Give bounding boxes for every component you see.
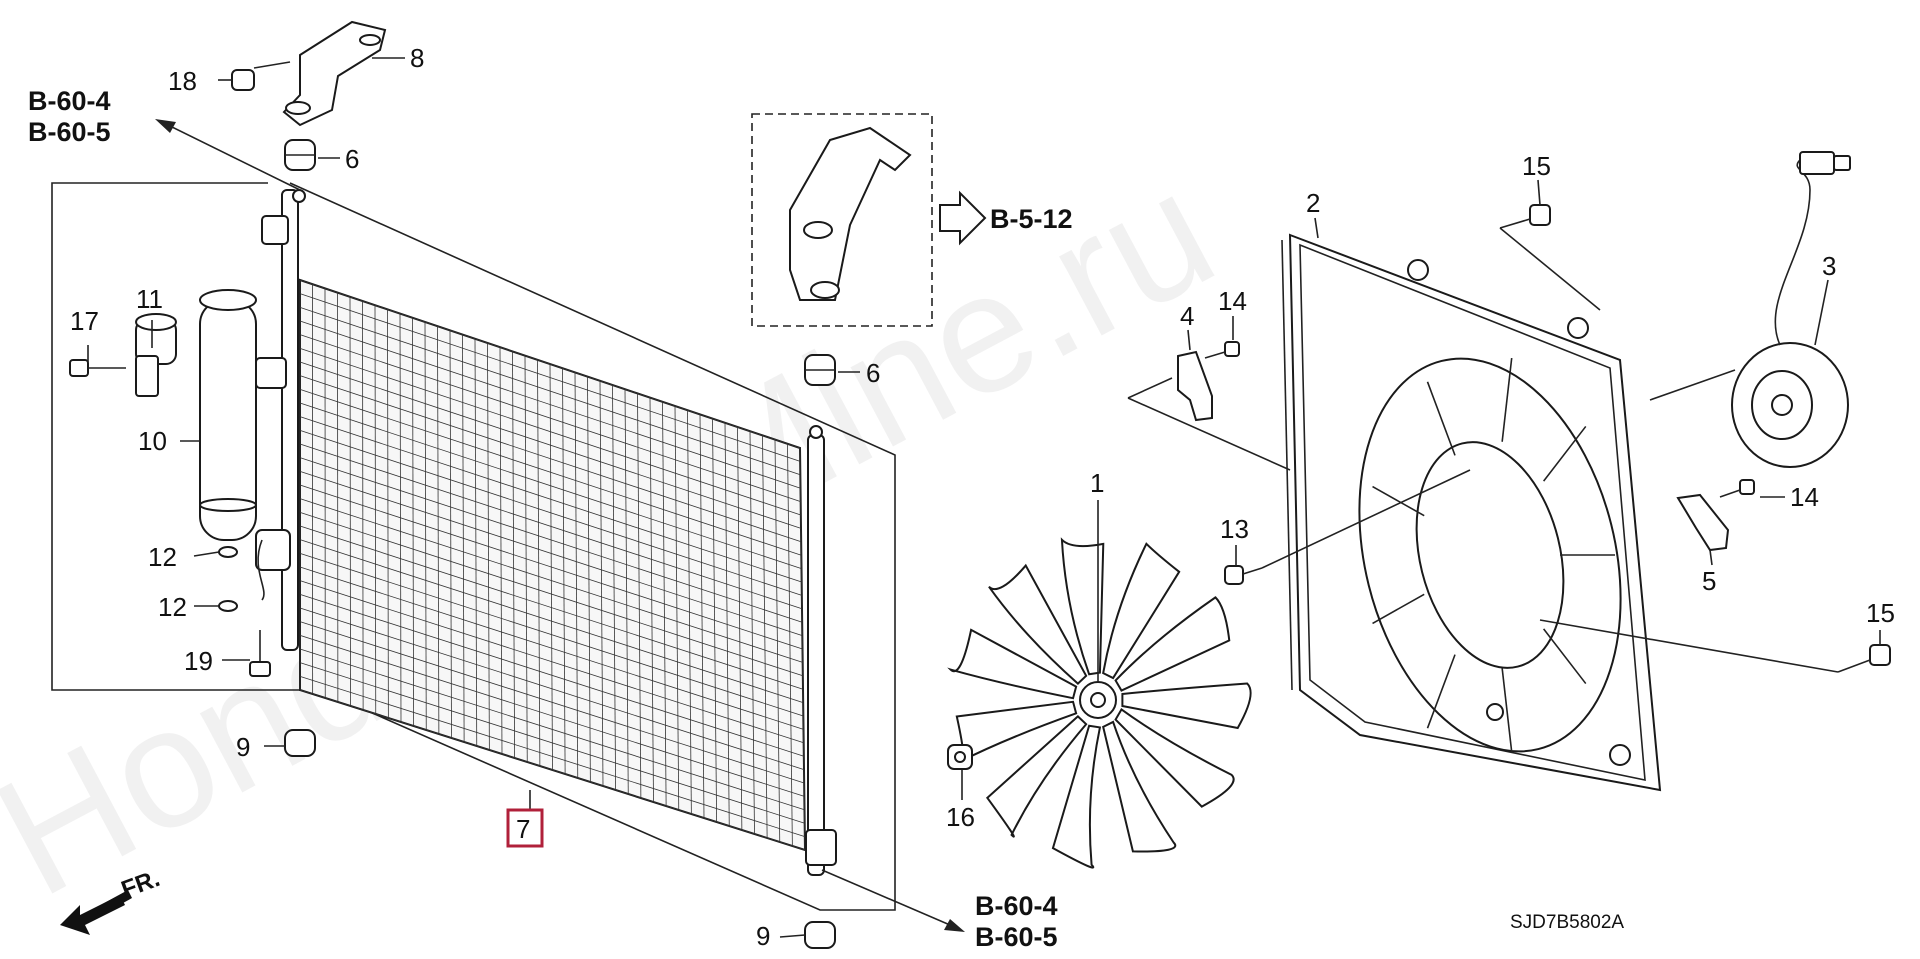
cushion-9b[interactable] bbox=[804, 921, 836, 949]
callout-6b[interactable]: 6 bbox=[866, 358, 880, 388]
callout-4[interactable]: 4 bbox=[1180, 301, 1194, 331]
callout-5[interactable]: 5 bbox=[1702, 566, 1716, 596]
callout-17[interactable]: 17 bbox=[70, 306, 99, 336]
ref-top-left-2[interactable]: B-60-5 bbox=[28, 117, 111, 147]
right-tank bbox=[807, 434, 825, 876]
callout-8[interactable]: 8 bbox=[410, 43, 424, 73]
callout-14b[interactable]: 14 bbox=[1790, 482, 1819, 512]
bolt-19[interactable] bbox=[249, 630, 271, 677]
fan-blade bbox=[1051, 724, 1102, 869]
cooling-fan[interactable] bbox=[947, 537, 1252, 869]
ref-bottom-right-1[interactable]: B-60-4 bbox=[975, 891, 1058, 921]
callout-19[interactable]: 19 bbox=[184, 646, 213, 676]
fan-shroud[interactable] bbox=[1281, 233, 1662, 792]
ref-top-left-1[interactable]: B-60-4 bbox=[28, 86, 111, 116]
bolt-13[interactable] bbox=[1224, 565, 1263, 585]
callout-18[interactable]: 18 bbox=[168, 66, 197, 96]
callout-11[interactable]: 11 bbox=[136, 284, 163, 314]
drawing-code: SJD7B5802A bbox=[1510, 912, 1624, 933]
bolt-17[interactable] bbox=[69, 359, 126, 377]
callout-9a[interactable]: 9 bbox=[236, 732, 250, 762]
fan-blade bbox=[1102, 542, 1181, 680]
o-ring-12a[interactable] bbox=[218, 546, 238, 558]
ref-arrow-bracket bbox=[939, 190, 987, 246]
callout-9b[interactable]: 9 bbox=[756, 921, 770, 951]
callout-10[interactable]: 10 bbox=[138, 426, 167, 456]
fan-blade bbox=[947, 628, 1078, 700]
callout-15b[interactable]: 15 bbox=[1866, 598, 1895, 628]
part-7-highlight bbox=[506, 808, 544, 848]
fan-blade bbox=[1102, 720, 1177, 853]
callout-2[interactable]: 2 bbox=[1306, 188, 1320, 218]
callout-16[interactable]: 16 bbox=[946, 802, 975, 832]
left-tank bbox=[281, 189, 299, 651]
o-ring-12b[interactable] bbox=[218, 600, 238, 612]
ref-bracket[interactable]: B-5-12 bbox=[990, 204, 1073, 234]
fan-blade bbox=[1121, 682, 1252, 730]
bolt-14a[interactable] bbox=[1204, 341, 1240, 359]
receiver-dryer[interactable] bbox=[199, 289, 257, 541]
fan-blade bbox=[985, 714, 1088, 838]
nut-16[interactable] bbox=[947, 744, 973, 770]
bracket-detail[interactable] bbox=[751, 113, 933, 327]
bolt-18[interactable] bbox=[231, 61, 291, 91]
cushion-9a[interactable] bbox=[284, 729, 316, 757]
callout-12a[interactable]: 12 bbox=[148, 542, 177, 572]
fan-blade bbox=[1114, 596, 1231, 692]
callout-14a[interactable]: 14 bbox=[1218, 286, 1247, 316]
dryer-clamp[interactable] bbox=[135, 313, 177, 397]
callout-3[interactable]: 3 bbox=[1822, 251, 1836, 281]
callout-1[interactable]: 1 bbox=[1090, 468, 1104, 498]
callout-7[interactable]: 7 bbox=[516, 814, 530, 844]
grommet-6a[interactable] bbox=[284, 139, 316, 171]
grommet-6b[interactable] bbox=[804, 354, 836, 386]
motor-connector[interactable] bbox=[1799, 151, 1851, 175]
condenser-assembly bbox=[51, 182, 896, 911]
leader-lines bbox=[87, 57, 1881, 938]
fan-blade bbox=[1060, 537, 1105, 676]
callout-6a[interactable]: 6 bbox=[345, 144, 359, 174]
bolt-15b[interactable] bbox=[1837, 644, 1891, 673]
clip-4[interactable] bbox=[1177, 350, 1213, 422]
ref-bottom-right-2[interactable]: B-60-5 bbox=[975, 922, 1058, 952]
bolt-15a[interactable] bbox=[1499, 204, 1551, 229]
upper-bracket-8[interactable] bbox=[282, 20, 387, 127]
bolt-14b[interactable] bbox=[1719, 479, 1755, 498]
condenser-core[interactable] bbox=[299, 278, 807, 852]
callout-15a[interactable]: 15 bbox=[1522, 151, 1551, 181]
callout-12b[interactable]: 12 bbox=[158, 592, 187, 622]
fan-blade bbox=[988, 563, 1088, 686]
fan-blade bbox=[1114, 708, 1235, 808]
callout-13[interactable]: 13 bbox=[1220, 514, 1249, 544]
fan-motor[interactable] bbox=[1731, 159, 1849, 468]
clip-5[interactable] bbox=[1676, 493, 1730, 552]
